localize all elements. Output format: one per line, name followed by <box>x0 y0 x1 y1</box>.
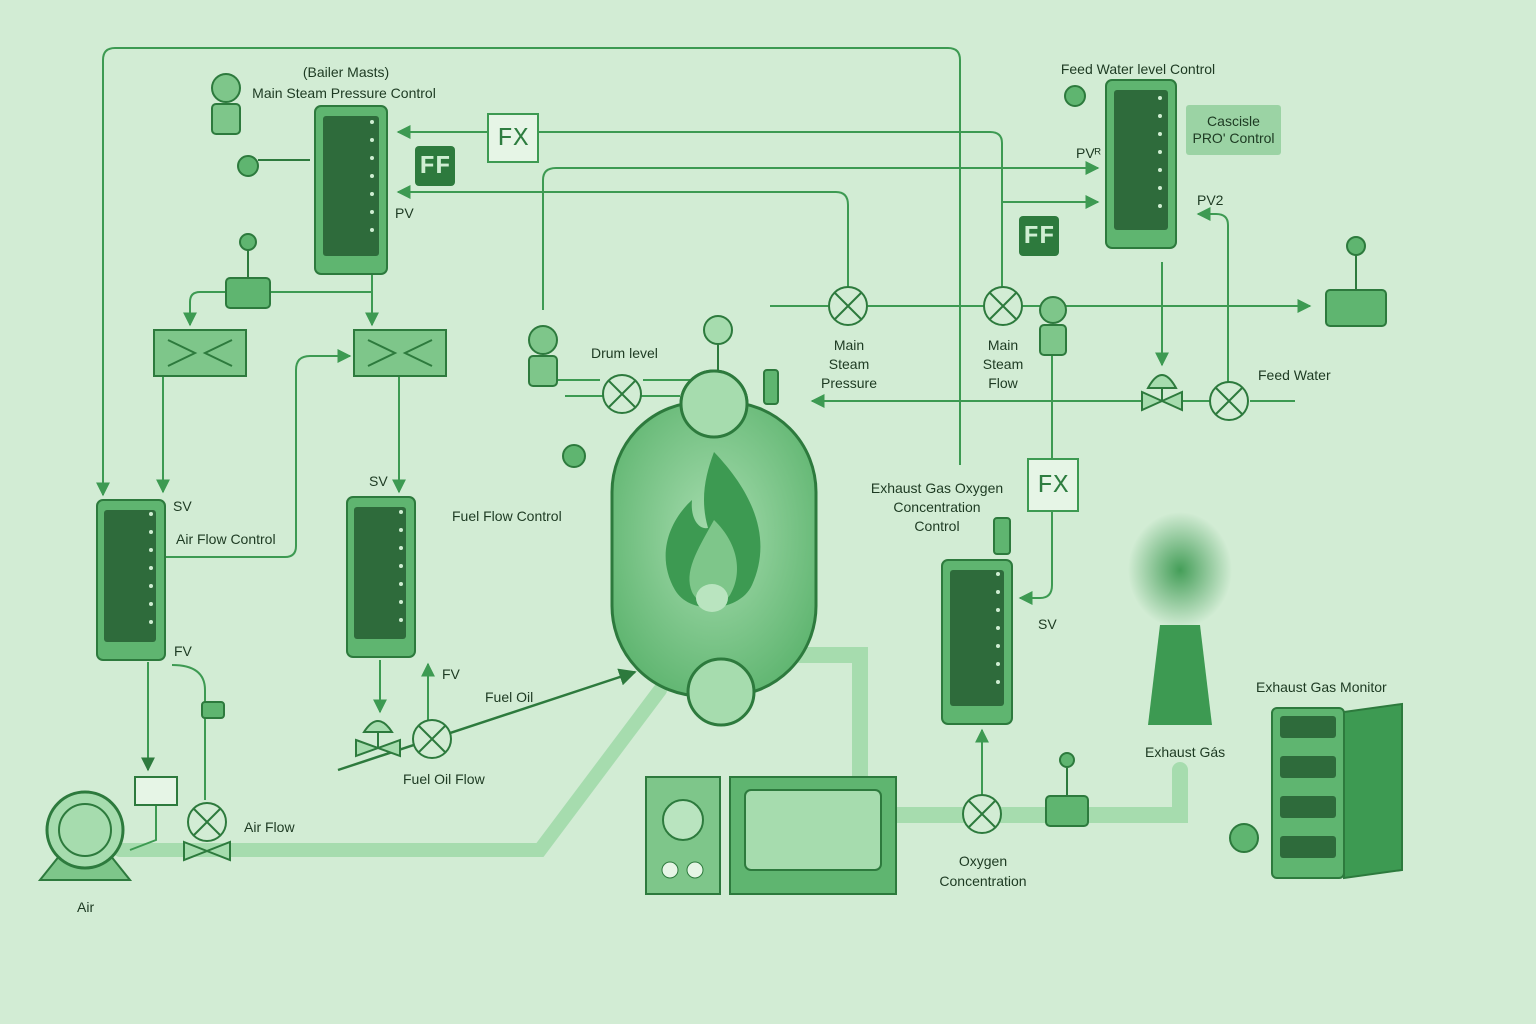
msp-line-1: Main <box>833 337 865 353</box>
steam-flow-to-air-line <box>96 47 961 497</box>
selector-block-icon <box>153 329 447 377</box>
exhaust-gas-monitor-label: Exhaust Gas Monitor <box>1256 679 1387 695</box>
pressure-pv-line <box>396 185 849 290</box>
msf-line-2: Steam <box>982 356 1024 372</box>
air-flow-control-label: Air Flow Control <box>176 531 276 547</box>
ff-block-right: FF <box>1019 216 1059 256</box>
air-fv-line <box>171 664 206 800</box>
main-steam-pressure-label: Main Steam Pressure <box>821 336 877 393</box>
pv2-label: PV2 <box>1197 192 1224 208</box>
msp-line-3: Pressure <box>820 375 878 391</box>
fx-right-to-o2 <box>1018 510 1053 605</box>
feed-water-level-controller <box>1105 79 1177 249</box>
feed-water-label: Feed Water <box>1258 367 1331 383</box>
transmitter-icon <box>201 85 1387 827</box>
pressure-branch <box>183 291 372 327</box>
main-steam-flow-label: Main Steam Flow <box>983 336 1023 393</box>
sv-o2-label: SV <box>1038 616 1057 632</box>
bailer-masts-label: (Bailer Masts) <box>302 64 390 80</box>
air-box-link <box>129 806 157 851</box>
fuel-flow-control-label: Fuel Flow Control <box>452 508 562 524</box>
air-fan-icon <box>37 776 178 881</box>
air-duct <box>113 683 667 857</box>
pv-main-label: PV <box>395 205 414 221</box>
main-steam-pressure-control-label: Main Steam Pressure Control <box>252 85 436 101</box>
feedwater-flow-pv2 <box>1196 207 1229 383</box>
signal-lines <box>96 47 1310 851</box>
msp-line-2: Steam <box>828 356 870 372</box>
drum-level-label: Drum level <box>591 345 658 361</box>
main-steam-pressure-controller <box>314 105 388 275</box>
eo2-line-1: Exhaust Gas Oxygen <box>870 480 1004 496</box>
cascade-line-1: Cascisle <box>1207 113 1260 129</box>
msf-line-1: Main <box>987 337 1019 353</box>
exhaust-stack-icon <box>1128 512 1232 725</box>
operator-figure-icon <box>211 73 1067 387</box>
msf-line-3: Flow <box>988 375 1018 391</box>
air-label: Air <box>77 899 95 915</box>
exhaust-gas-label: Exhaust Gás <box>1145 744 1226 760</box>
fuel-oil-label: Fuel Oil <box>485 689 534 705</box>
flame-icon <box>665 452 761 612</box>
fx-block-top: FX <box>487 113 539 163</box>
circle-x-icon <box>187 286 1249 842</box>
fv-air-label: FV <box>174 643 192 659</box>
o2-concentration-controller <box>941 559 1013 725</box>
exhaust-gas-monitor-cabinet <box>1229 702 1403 880</box>
fv-fuel-label: FV <box>442 666 460 682</box>
steam-flow-to-fx <box>538 131 1003 290</box>
ff-block-left: FF <box>415 146 455 186</box>
eo2-line-3: Control <box>914 518 960 534</box>
fuel-oil-flow-label: Fuel Oil Flow <box>403 771 485 787</box>
air-to-fuel-selector <box>165 349 352 558</box>
controller-panels <box>96 79 1177 725</box>
fuel-flow-controller <box>346 496 416 658</box>
boiler-vessel <box>610 315 818 727</box>
sv-air-label: SV <box>173 498 192 514</box>
eo2-line-2: Concentration <box>893 499 981 515</box>
fuel-oil-line <box>337 668 637 772</box>
cascade-line-2: PRO' Control <box>1192 130 1275 146</box>
air-flow-controller <box>96 499 166 661</box>
oxygen-concentration-label: Oxygen Concentration <box>939 852 1026 891</box>
feed-water-level-control-label: Feed Water level Control <box>1060 61 1216 77</box>
oc-line-2: Concentration <box>939 873 1027 889</box>
drum-level-to-feedwater <box>542 161 1100 310</box>
exhaust-o2-control-label: Exhaust Gas Oxygen Concentration Control <box>871 479 1003 536</box>
fx-block-right: FX <box>1027 458 1079 512</box>
furnace-unit <box>645 776 897 895</box>
oc-line-1: Oxygen <box>958 853 1008 869</box>
cascade-control-box: Cascisle PRO' Control <box>1186 105 1281 155</box>
pv-feed-label: PVᴿ <box>1076 145 1101 161</box>
air-flow-label: Air Flow <box>244 819 295 835</box>
valve-icon <box>183 374 1183 862</box>
sv-fuel-label: SV <box>369 473 388 489</box>
